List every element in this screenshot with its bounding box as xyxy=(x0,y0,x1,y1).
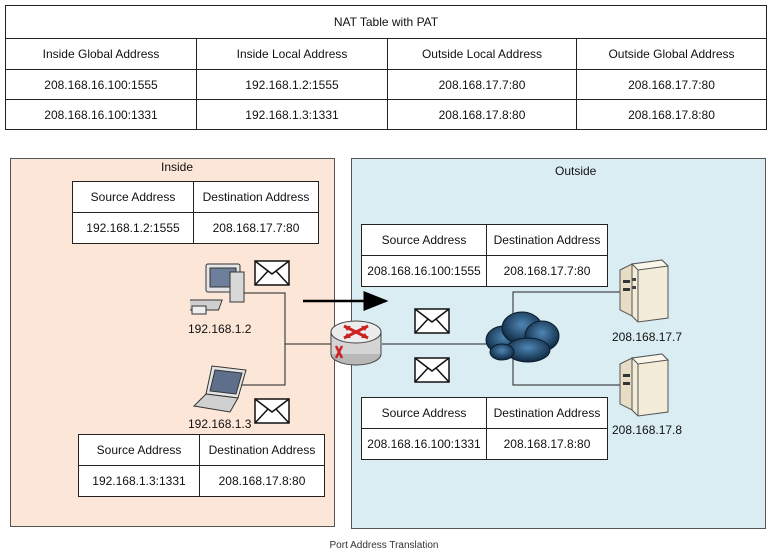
figure-caption: Port Address Translation xyxy=(329,540,439,551)
header-outside-local: Outside Local Address xyxy=(387,38,577,70)
table-row: 208.168.16.100:1331 192.168.1.3:1331 208… xyxy=(5,99,767,130)
router-icon xyxy=(330,320,382,366)
outside-label: Outside xyxy=(555,164,597,178)
source-address: 192.168.1.2:1555 xyxy=(72,212,194,244)
destination-address: 208.168.17.7:80 xyxy=(486,255,608,287)
table-cell: 192.168.1.3:1331 xyxy=(196,99,388,130)
inside-packet-bottom: Source Address Destination Address 192.1… xyxy=(78,434,325,497)
header-outside-global: Outside Global Address xyxy=(576,38,767,70)
source-address: 192.168.1.3:1331 xyxy=(78,465,200,497)
destination-address: 208.168.17.7:80 xyxy=(193,212,319,244)
envelope-icon xyxy=(254,398,290,424)
destination-address: 208.168.17.8:80 xyxy=(199,465,325,497)
destination-header: Destination Address xyxy=(486,224,608,256)
server-icon xyxy=(619,353,670,417)
envelope-icon xyxy=(414,308,450,334)
source-header: Source Address xyxy=(78,434,200,466)
table-row: 208.168.16.100:1555 192.168.1.2:1555 208… xyxy=(5,69,767,100)
outside-packet-bottom: Source Address Destination Address 208.1… xyxy=(361,397,608,460)
table-cell: 208.168.16.100:1555 xyxy=(5,69,197,100)
server-icon xyxy=(619,259,670,323)
source-address: 208.168.16.100:1331 xyxy=(361,428,487,460)
server1-address-label: 208.168.17.7 xyxy=(612,330,683,344)
envelope-icon xyxy=(414,357,450,383)
table-cell: 192.168.1.2:1555 xyxy=(196,69,388,100)
destination-header: Destination Address xyxy=(193,181,319,213)
source-address: 208.168.16.100:1555 xyxy=(361,255,487,287)
nat-table-title: NAT Table with PAT xyxy=(5,5,767,39)
destination-address: 208.168.17.8:80 xyxy=(486,428,608,460)
source-header: Source Address xyxy=(72,181,194,213)
table-cell: 208.168.17.8:80 xyxy=(576,99,767,130)
header-inside-global: Inside Global Address xyxy=(5,38,197,70)
table-cell: 208.168.17.7:80 xyxy=(387,69,577,100)
laptop-icon xyxy=(192,365,247,413)
table-cell: 208.168.17.7:80 xyxy=(576,69,767,100)
source-header: Source Address xyxy=(361,224,487,256)
laptop-address-label: 192.168.1.3 xyxy=(188,417,252,431)
table-cell: 208.168.17.8:80 xyxy=(387,99,577,130)
desktop-pc-icon xyxy=(190,263,245,315)
inside-packet-top: Source Address Destination Address 192.1… xyxy=(72,181,319,244)
inside-label: Inside xyxy=(161,160,194,174)
envelope-icon xyxy=(254,260,290,286)
pc-address-label: 192.168.1.2 xyxy=(188,322,252,336)
outside-packet-top: Source Address Destination Address 208.1… xyxy=(361,224,608,287)
source-header: Source Address xyxy=(361,397,487,429)
table-cell: 208.168.16.100:1331 xyxy=(5,99,197,130)
cloud-icon xyxy=(485,311,560,363)
destination-header: Destination Address xyxy=(199,434,325,466)
server2-address-label: 208.168.17.8 xyxy=(612,423,683,437)
destination-header: Destination Address xyxy=(486,397,608,429)
nat-table: NAT Table with PAT Inside Global Address… xyxy=(5,5,767,130)
